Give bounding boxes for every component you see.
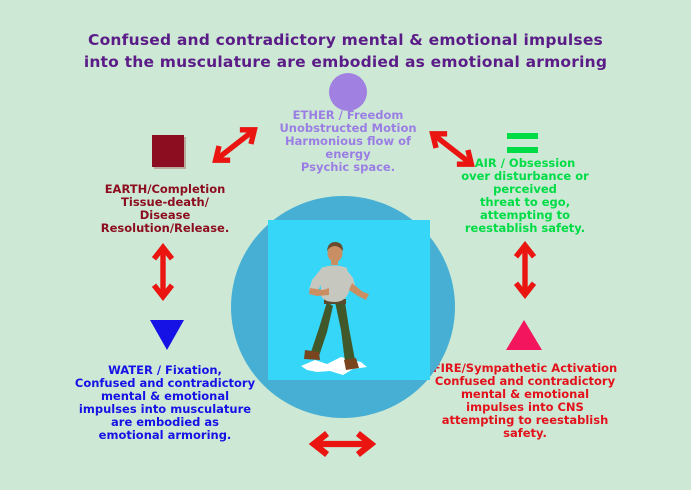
air-label: AIR / Obsession over disturbance or perc…	[461, 156, 589, 235]
human-figure	[301, 242, 369, 375]
water-triangle-down-icon	[150, 320, 184, 350]
earth-square-icon	[152, 135, 184, 167]
air-equals-icon	[507, 133, 538, 153]
water-label: WATER / Fixation, Confused and contradic…	[74, 363, 256, 442]
ether-circle-icon	[329, 73, 367, 111]
title-line-2: into the musculature are embodied as emo…	[83, 53, 608, 71]
arrow-water-fire	[308, 431, 377, 457]
fire-label: FIRE/Sympathetic Activation Confused and…	[432, 361, 618, 440]
arrow-earth-water	[151, 243, 175, 301]
arrow-earth-ether	[212, 127, 258, 163]
earth-label: EARTH/Completion Tissue-death/ Disease R…	[100, 182, 230, 235]
arrow-air-fire	[513, 241, 537, 299]
page-title: Confused and contradictory mental & emot…	[0, 29, 691, 73]
title-line-1: Confused and contradictory mental & emot…	[88, 31, 603, 49]
ether-label: ETHER / Freedom Unobstructed Motion Harm…	[279, 108, 417, 174]
fire-triangle-up-icon	[506, 320, 542, 350]
arrow-ether-air	[429, 131, 475, 167]
